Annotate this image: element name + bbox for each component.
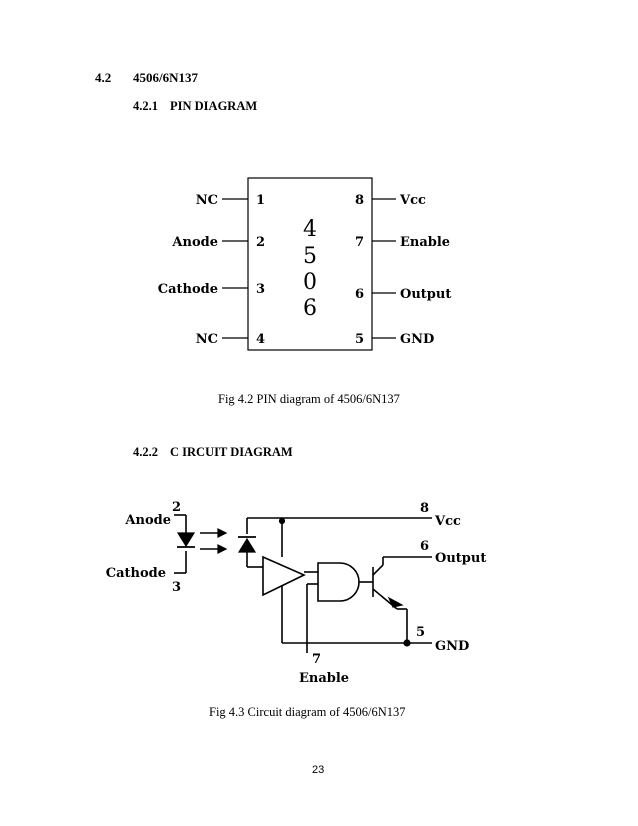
- figure-4-2-caption: Fig 4.2 PIN diagram of 4506/6N137: [218, 392, 400, 406]
- circuit-label-enable: Enable: [299, 671, 349, 686]
- pin-number-3: 3: [256, 282, 265, 297]
- pin-label-gnd: GND: [400, 332, 434, 347]
- circuit-label-gnd: GND: [435, 639, 469, 654]
- pin-number-2: 2: [256, 235, 265, 250]
- pin-right-5: 5 GND: [355, 332, 434, 347]
- chip-digit-1: 4: [303, 217, 317, 242]
- pin-label-anode: Anode: [171, 235, 218, 250]
- circuit-label-vcc: Vcc: [434, 514, 461, 529]
- circuit-label-output: Output: [435, 551, 486, 566]
- circuit-pin-7: 7: [312, 652, 321, 667]
- pin-number-1: 1: [256, 193, 265, 208]
- pin-diagram: NC 1 Anode 2 Cathode 3 NC 4 8 Vcc 7 Enab…: [158, 177, 451, 351]
- chip-digit-3: 0: [303, 270, 317, 295]
- chip-digit-2: 5: [303, 244, 317, 269]
- circuit-pin-6: 6: [420, 539, 429, 554]
- pin-left-2: Anode 2: [171, 235, 265, 250]
- pin-label-nc-1: NC: [196, 193, 218, 208]
- page-number: 23: [312, 764, 325, 776]
- subsection-1-number: 4.2.1: [133, 99, 158, 113]
- subsection-1-title: PIN DIAGRAM: [170, 99, 258, 113]
- pin-number-5: 5: [355, 332, 364, 347]
- section-title: 4506/6N137: [133, 70, 198, 85]
- pin-right-7: 7 Enable: [355, 235, 450, 250]
- pin-right-6: 6 Output: [355, 287, 451, 302]
- circuit-label-anode: Anode: [124, 513, 171, 528]
- pin-label-enable: Enable: [400, 235, 450, 250]
- pin-number-7: 7: [355, 235, 364, 250]
- circuit-label-cathode: Cathode: [106, 566, 166, 581]
- chip-body: [247, 177, 373, 351]
- pin-label-cathode: Cathode: [158, 282, 218, 297]
- circuit-pin-2: 2: [172, 500, 181, 515]
- pin-left-1: NC 1: [196, 193, 265, 208]
- pin-number-4: 4: [256, 332, 265, 347]
- pin-left-4: NC 4: [196, 332, 265, 347]
- pin-right-8: 8 Vcc: [355, 193, 426, 208]
- pin-label-nc-4: NC: [196, 332, 218, 347]
- figure-4-3-caption: Fig 4.3 Circuit diagram of 4506/6N137: [209, 705, 406, 719]
- circuit-pin-3: 3: [172, 580, 181, 595]
- circuit-diagram: Anode 2 Cathode 3 8 Vcc 6 Output 5 GND 7…: [106, 500, 487, 686]
- chip-digit-4: 6: [303, 296, 317, 321]
- pin-number-6: 6: [355, 287, 364, 302]
- circuit-pin-5: 5: [416, 625, 425, 640]
- pin-label-vcc: Vcc: [399, 193, 426, 208]
- subsection-2-number: 4.2.2: [133, 445, 158, 459]
- pin-left-3: Cathode 3: [158, 282, 265, 297]
- subsection-2-title: C IRCUIT DIAGRAM: [170, 445, 293, 459]
- circuit-pin-8: 8: [420, 501, 429, 516]
- pin-label-output: Output: [400, 287, 451, 302]
- pin-number-8: 8: [355, 193, 364, 208]
- section-number: 4.2: [95, 70, 112, 85]
